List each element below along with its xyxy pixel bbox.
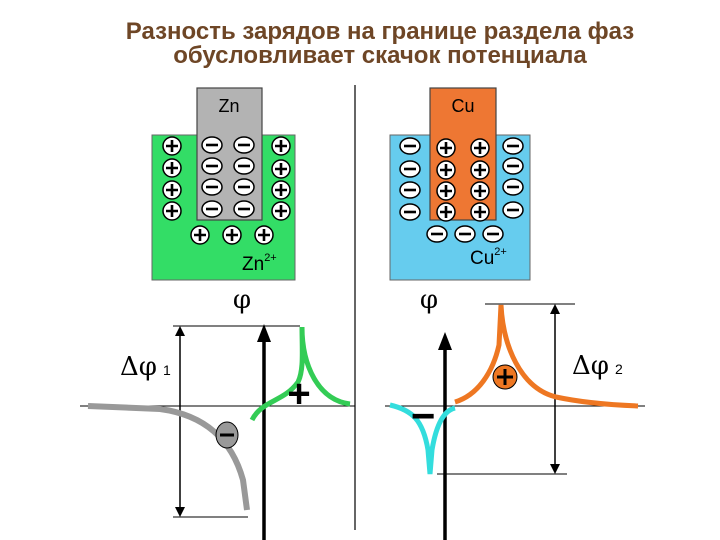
zn-positive-layer-marker: + — [287, 372, 310, 416]
cu-delta-arrowhead-top — [550, 304, 560, 314]
zn-electron — [232, 135, 256, 155]
page-title: Разность зарядов на границе раздела фаз … — [0, 20, 720, 68]
zn-plus-ion — [221, 224, 243, 246]
zn-electron — [200, 135, 224, 155]
cu-delta-phi-label: Δφ 2 — [572, 351, 623, 381]
zn-delta-subscript: 1 — [163, 362, 171, 378]
cu-plus-charge — [469, 137, 491, 159]
cu-plus-charge — [435, 137, 457, 159]
zn-delta-arrowhead-top — [175, 326, 185, 336]
cu-electrode-label: Cu — [451, 96, 474, 116]
zn-negative-layer-marker — [215, 421, 239, 449]
zn-potential-graph: φ + Δφ 1 — [80, 285, 355, 540]
zn-electron — [232, 199, 256, 219]
zn-cell: Zn Zn2+ — [151, 87, 296, 281]
cu-electron — [501, 136, 525, 156]
cu-positive-layer-marker — [492, 364, 518, 390]
zn-axis-arrowhead — [257, 324, 271, 342]
cu-axis-arrowhead — [438, 332, 452, 350]
zn-delta-phi-label: Δφ 1 — [120, 352, 171, 382]
cu-ion-charge: 2+ — [494, 246, 507, 258]
cu-plus-charge — [435, 159, 457, 181]
cu-delta-subscript: 2 — [615, 361, 623, 377]
zn-phi-label: φ — [233, 285, 251, 315]
zn-curve-metal — [87, 403, 250, 511]
cu-electron — [398, 202, 422, 222]
zn-electron — [200, 177, 224, 197]
zn-plus-ion — [161, 200, 183, 222]
cu-potential-graph: φ − Δφ 2 — [385, 285, 645, 540]
zn-ion-label: Zn2+ — [242, 252, 277, 275]
cu-electron — [501, 200, 525, 220]
zn-electrode-label: Zn — [218, 96, 239, 116]
cu-cell: Cu Cu2+ — [389, 87, 531, 281]
zn-plus-ion — [270, 200, 292, 222]
cu-plus-charge — [469, 201, 491, 223]
cu-electron — [425, 224, 449, 244]
zn-ion-symbol: Zn — [242, 254, 264, 275]
cu-negative-layer-marker: − — [411, 392, 436, 439]
title-line-2: обусловливает скачок потенциала — [173, 42, 587, 69]
cu-delta-symbol: Δφ — [572, 351, 609, 381]
zn-plus-ion — [270, 135, 292, 157]
cu-ion-symbol: Cu — [470, 248, 494, 269]
title-line-1: Разность зарядов на границе раздела фаз — [125, 18, 635, 45]
zn-plus-ion — [189, 224, 211, 246]
zn-electron — [232, 156, 256, 176]
cu-electron — [501, 177, 525, 197]
zn-delta-symbol: Δφ — [120, 352, 157, 382]
zn-plus-ion — [161, 135, 183, 157]
cu-electron — [398, 180, 422, 200]
cu-electron — [481, 224, 505, 244]
zn-ion-charge: 2+ — [264, 252, 277, 264]
zn-electron — [200, 156, 224, 176]
cu-electron — [398, 159, 422, 179]
zn-plus-ion — [270, 179, 292, 201]
cu-curve-metal — [454, 304, 639, 409]
cu-phi-label: φ — [420, 285, 438, 315]
zn-plus-ion — [161, 179, 183, 201]
zn-plus-ion — [253, 224, 275, 246]
zn-delta-arrowhead-bottom — [175, 507, 185, 517]
zn-plus-ion — [161, 157, 183, 179]
cu-plus-charge — [469, 180, 491, 202]
zn-electrode — [196, 87, 263, 221]
cu-plus-charge — [435, 201, 457, 223]
cu-electron — [453, 224, 477, 244]
zn-plus-ion — [270, 158, 292, 180]
cu-electron — [501, 156, 525, 176]
zn-curve-solution — [249, 326, 351, 422]
cu-plus-charge — [469, 159, 491, 181]
cu-plus-charge — [435, 180, 457, 202]
cu-ion-label: Cu2+ — [470, 246, 507, 269]
zn-electron — [200, 199, 224, 219]
cu-delta-arrowhead-bottom — [550, 464, 560, 474]
cu-electron — [398, 136, 422, 156]
cu-curve-solution — [389, 402, 456, 475]
zn-electron — [232, 177, 256, 197]
